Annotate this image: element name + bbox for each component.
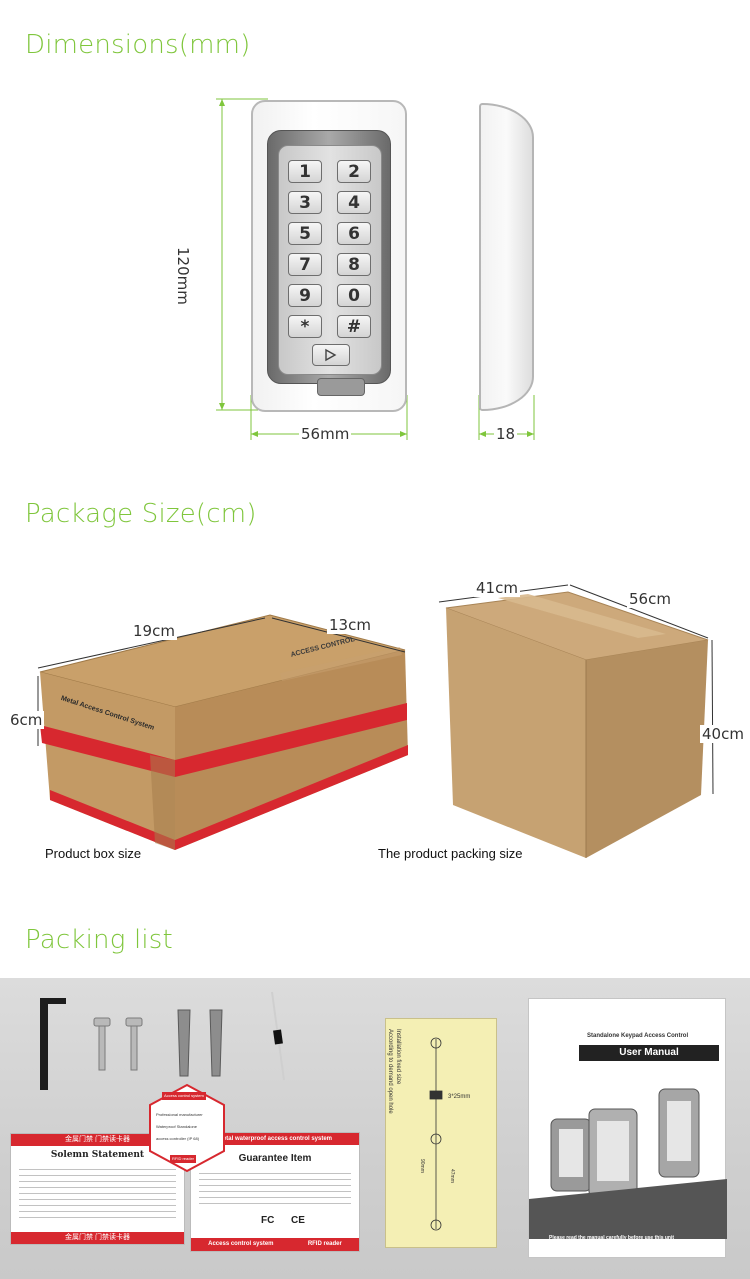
key-5: 5 <box>288 222 322 245</box>
guarantee-header: Metal waterproof access control system <box>191 1133 359 1145</box>
badge-line3: access controller (IP 68) <box>156 1136 200 1141</box>
key-8: 8 <box>337 253 371 276</box>
hex-key-icon <box>40 998 66 1090</box>
key-9: 9 <box>288 284 322 307</box>
product-badge: Access control system Professional manuf… <box>148 1083 226 1173</box>
guarantee-title: Guarantee Item <box>238 1153 312 1164</box>
badge-line1: Professional manufacturer <box>156 1112 203 1117</box>
template-screw: 3*25mm <box>448 1094 471 1100</box>
depth-label: 18 <box>494 425 518 443</box>
guarantee-footer-right: RFID reader <box>307 1241 342 1247</box>
key-1: 1 <box>288 160 322 183</box>
ce-mark: CE <box>291 1215 305 1226</box>
packing-list-photo: 金属门禁 门禁读卡器 Solemn Statement 金属门禁 门禁读卡器 M… <box>0 978 750 1279</box>
product-box-caption: Product box size <box>45 846 142 861</box>
guarantee-footer-left: Access control system <box>208 1241 274 1247</box>
keypad-side-view <box>479 103 534 411</box>
carton-height-label: 40cm <box>700 725 746 743</box>
key-2: 2 <box>337 160 371 183</box>
badge-line2: Waterproof Standalone <box>156 1124 197 1129</box>
statement-title: Solemn Statement <box>50 1150 145 1160</box>
wall-anchors-icon <box>177 1009 223 1077</box>
statement-header: 金属门禁 门禁读卡器 <box>11 1134 184 1146</box>
key-4: 4 <box>337 191 371 214</box>
keypad-panel: 1 2 3 4 5 6 7 8 9 0 * # <box>278 145 382 396</box>
small-box-width-label: 13cm <box>327 616 373 634</box>
key-star: * <box>288 315 322 338</box>
carton-width-label: 41cm <box>474 579 520 597</box>
package-size-title: Package Size(cm) <box>25 499 257 529</box>
key-hash: # <box>337 315 371 338</box>
key-6: 6 <box>337 222 371 245</box>
width-label: 56mm <box>299 425 352 443</box>
template-dim2: 47mm <box>449 1169 455 1183</box>
template-dim1: 90mm <box>419 1159 425 1173</box>
badge-top: Access control system <box>162 1092 206 1100</box>
shipping-carton-illustration <box>445 591 709 858</box>
key-7: 7 <box>288 253 322 276</box>
key-0: 0 <box>337 284 371 307</box>
bell-icon <box>325 348 337 362</box>
diode-icon <box>271 991 285 1081</box>
small-box-height-label: 6cm <box>8 711 45 729</box>
user-manual: Standalone Keypad Access Control User Ma… <box>528 998 727 1258</box>
key-3: 3 <box>288 191 322 214</box>
carton-length-label: 56cm <box>627 590 673 608</box>
manual-footer: Please read the manual carefully before … <box>549 1235 675 1241</box>
bell-key <box>312 344 350 366</box>
small-box-length-label: 19cm <box>131 622 177 640</box>
badge-bottom: RFID reader <box>170 1155 197 1163</box>
packing-size-caption: The product packing size <box>378 846 523 861</box>
card-reader-window <box>317 378 365 396</box>
manual-keypads-image <box>529 1088 727 1239</box>
dimensions-title: Dimensions(mm) <box>25 30 251 60</box>
fc-mark: FC <box>261 1215 275 1226</box>
packing-list-title: Packing list <box>25 925 173 955</box>
statement-footer: 金属门禁 门禁读卡器 <box>11 1232 184 1244</box>
height-label: 120mm <box>174 245 192 307</box>
installation-template: Installation fixed size According to dem… <box>385 1018 497 1248</box>
manual-title: User Manual <box>579 1045 719 1061</box>
keypad-front-view: 1 2 3 4 5 6 7 8 9 0 * # <box>251 100 407 412</box>
screws-icon <box>93 1017 143 1071</box>
manual-subtitle: Standalone Keypad Access Control <box>587 1033 689 1039</box>
product-box-illustration <box>39 614 408 850</box>
